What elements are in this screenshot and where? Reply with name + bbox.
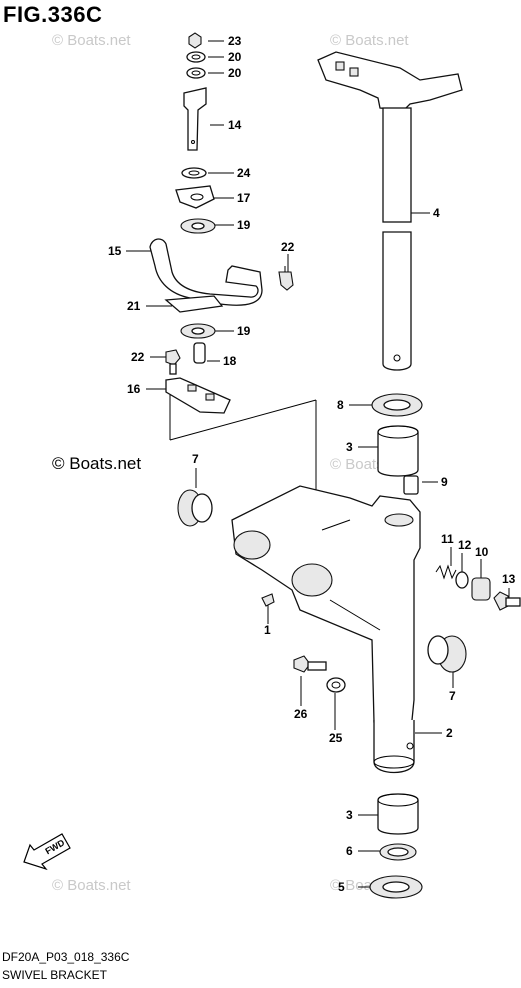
callout-22: 22	[131, 350, 145, 364]
callout-12: 12	[458, 538, 472, 552]
ring-12	[455, 571, 469, 589]
washer-19a	[180, 218, 216, 234]
grease-nipple-1	[261, 593, 275, 607]
callout-3: 3	[346, 440, 353, 454]
ring-6	[379, 843, 417, 861]
collar-25	[326, 677, 346, 693]
callout-25: 25	[329, 731, 343, 745]
bushing-3-bottom	[377, 793, 419, 835]
washer-20a	[186, 51, 206, 63]
plate-21	[164, 295, 224, 313]
callout-9: 9	[441, 475, 448, 489]
bushing-3-top	[377, 425, 419, 477]
callout-18: 18	[223, 354, 237, 368]
bolt-26	[293, 655, 327, 673]
washer-19b	[180, 323, 216, 339]
washer-20b	[186, 67, 206, 79]
diagram-subtitle: SWIVEL BRACKET	[2, 968, 107, 982]
callout-17: 17	[237, 191, 251, 205]
callout-11: 11	[441, 532, 454, 546]
callout-7: 7	[449, 689, 456, 703]
callout-1: 1	[264, 623, 271, 637]
callout-26: 26	[294, 707, 308, 721]
plate-17	[175, 185, 215, 209]
callout-7: 7	[192, 452, 199, 466]
callout-19: 19	[237, 218, 251, 232]
callout-16: 16	[127, 382, 141, 396]
callout-22: 22	[281, 240, 295, 254]
callout-23: 23	[228, 34, 242, 48]
callout-2: 2	[446, 726, 453, 740]
fwd-arrow-icon: FWD	[23, 833, 71, 871]
callout-8: 8	[337, 398, 344, 412]
leader-lines	[126, 40, 510, 888]
nut-23	[188, 32, 202, 49]
callout-21: 21	[127, 299, 141, 313]
callout-14: 14	[228, 118, 242, 132]
tiller-arm-14	[183, 87, 207, 151]
callout-5: 5	[338, 880, 345, 894]
bolt-22a	[278, 266, 294, 291]
bolt-13	[493, 591, 521, 611]
steering-shaft-4	[317, 51, 463, 371]
bushing-7-right	[427, 635, 467, 673]
callout-4: 4	[433, 206, 440, 220]
clip-9	[403, 475, 419, 495]
watermark-main: © Boats.net	[52, 454, 142, 473]
spacer-10	[471, 577, 491, 601]
watermark: © Boats.net	[52, 877, 131, 894]
washer-5	[369, 875, 423, 899]
callout-3: 3	[346, 808, 353, 822]
callout-20: 20	[228, 50, 242, 64]
stopper-15	[149, 238, 263, 306]
callout-19: 19	[237, 324, 251, 338]
callout-6: 6	[346, 844, 353, 858]
callout-15: 15	[108, 244, 122, 258]
washer-8	[371, 393, 423, 417]
pin-18	[193, 342, 206, 364]
callout-13: 13	[502, 572, 516, 586]
watermark: © Boats.net	[52, 32, 131, 49]
bolt-22b	[165, 349, 181, 375]
figure-title: FIG.336C	[3, 2, 103, 27]
swivel-bracket-2	[231, 485, 421, 774]
bushing-7-left	[177, 489, 213, 527]
callout-24: 24	[237, 166, 251, 180]
diagram-code: DF20A_P03_018_336C	[2, 950, 130, 964]
callout-10: 10	[475, 545, 489, 559]
callout-20: 20	[228, 66, 242, 80]
plate-16	[165, 377, 231, 414]
spring-11	[435, 564, 457, 580]
watermark: © Boats.net	[330, 32, 409, 49]
washer-24	[181, 167, 207, 179]
